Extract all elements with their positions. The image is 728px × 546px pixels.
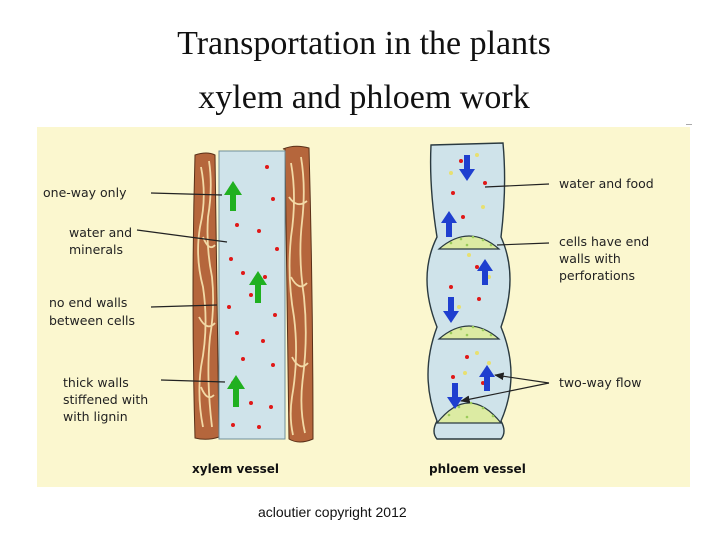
blue-down-arrow-icon bbox=[447, 383, 463, 409]
slide-title-line-1: Transportation in the plants bbox=[177, 25, 551, 62]
xylem-pointer-lines bbox=[136, 192, 228, 383]
label-walls-with: walls with bbox=[559, 251, 621, 266]
blue-up-arrow-icon bbox=[477, 259, 493, 285]
vessel-diagram: one-way only water and minerals no end w… bbox=[43, 142, 654, 476]
label-cells-have-end: cells have end bbox=[559, 234, 649, 249]
green-up-arrow-icon bbox=[249, 271, 267, 303]
phloem-vessel: water and food cells have end walls with… bbox=[426, 142, 654, 476]
xylem-left-wall bbox=[192, 152, 220, 440]
phloem-blue-arrows bbox=[441, 155, 495, 409]
xylem-wood-grain bbox=[197, 156, 309, 436]
phloem-particles-yellow bbox=[449, 153, 491, 375]
sieve-plate-perforations bbox=[447, 235, 495, 419]
label-water-and-food: water and food bbox=[559, 176, 654, 191]
label-with-lignin: with lignin bbox=[63, 409, 128, 424]
label-two-way-flow: two-way flow bbox=[559, 375, 642, 390]
label-no-end-walls: no end walls bbox=[49, 295, 127, 310]
blue-up-arrow-icon bbox=[479, 365, 495, 391]
label-one-way-only: one-way only bbox=[43, 185, 127, 200]
corner-tick-mark bbox=[686, 124, 692, 125]
copyright-notice: acloutier copyright 2012 bbox=[258, 504, 407, 520]
label-stiffened-with: stiffened with bbox=[63, 392, 148, 407]
xylem-green-arrows bbox=[224, 181, 267, 407]
xylem-right-wall bbox=[282, 145, 314, 443]
phloem-tube bbox=[426, 142, 512, 440]
label-between-cells: between cells bbox=[49, 313, 135, 328]
label-water-and: water and bbox=[69, 225, 132, 240]
slide-title-line-2: xylem and phloem work bbox=[198, 79, 530, 116]
caption-phloem-vessel: phloem vessel bbox=[429, 462, 526, 476]
label-minerals: minerals bbox=[69, 242, 123, 257]
phloem-particles-red bbox=[449, 159, 487, 385]
caption-xylem-vessel: xylem vessel bbox=[192, 462, 279, 476]
blue-down-arrow-icon bbox=[443, 297, 459, 323]
blue-up-arrow-icon bbox=[441, 211, 457, 237]
label-perforations: perforations bbox=[559, 268, 635, 283]
green-up-arrow-icon bbox=[224, 181, 242, 211]
phloem-pointer-lines bbox=[460, 183, 550, 404]
label-thick-walls: thick walls bbox=[63, 375, 129, 390]
xylem-vessel: one-way only water and minerals no end w… bbox=[43, 145, 314, 476]
green-up-arrow-icon bbox=[227, 375, 245, 407]
blue-down-arrow-icon bbox=[459, 155, 475, 181]
diagram-panel: one-way only water and minerals no end w… bbox=[37, 127, 690, 487]
